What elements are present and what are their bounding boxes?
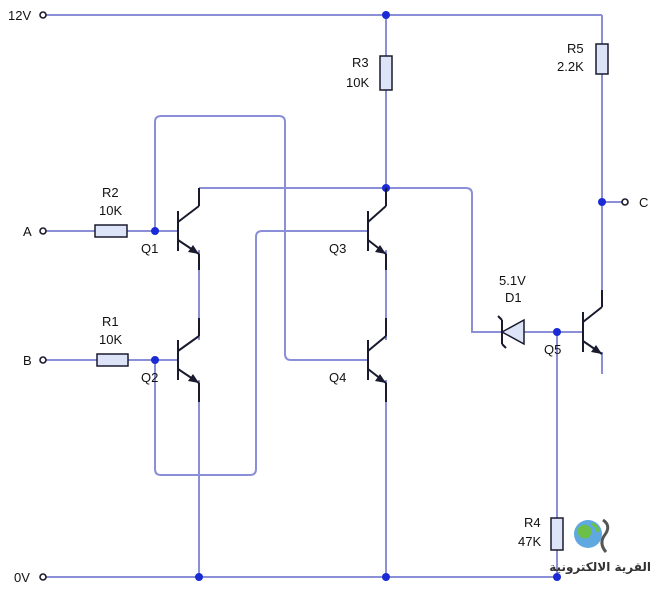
terminal-12v [39, 11, 47, 19]
watermark-text: القرية الالكترونية [549, 560, 651, 575]
resistor-r3 [379, 55, 393, 91]
label-r1-name: R1 [102, 314, 119, 329]
label-r4-name: R4 [524, 515, 541, 530]
junction-dot [195, 573, 203, 581]
junction-dot [553, 573, 561, 581]
junction-dot [151, 356, 159, 364]
transistor-q1 [177, 188, 200, 270]
label-r4-value: 47K [518, 534, 541, 549]
label-12v: 12V [8, 8, 31, 23]
resistor-r1 [96, 353, 129, 367]
terminals [39, 11, 629, 581]
transistor-q4 [367, 318, 387, 402]
transistor-q2 [177, 318, 200, 402]
label-q5: Q5 [544, 342, 561, 357]
label-output-c: C [639, 195, 648, 210]
label-q3: Q3 [329, 241, 346, 256]
junction-dot [553, 328, 561, 336]
label-input-a: A [23, 224, 32, 239]
junction-dot [382, 573, 390, 581]
label-d1-name: D1 [505, 290, 522, 305]
terminal-0v [39, 573, 47, 581]
label-input-b: B [23, 353, 32, 368]
resistors [94, 43, 609, 551]
junction-dot [382, 11, 390, 19]
junction-dots [151, 11, 606, 581]
terminal-a [39, 227, 47, 235]
junction-dot [598, 198, 606, 206]
label-r3-value: 10K [346, 75, 369, 90]
resistor-r2 [94, 224, 128, 238]
watermark-logo: القرية الالكترونية [549, 518, 651, 575]
label-r5-value: 2.2K [557, 59, 584, 74]
label-q1: Q1 [141, 241, 158, 256]
resistor-r5 [595, 43, 609, 75]
label-r1-value: 10K [99, 332, 122, 347]
transistor-q5 [582, 290, 603, 355]
label-q2: Q2 [141, 370, 158, 385]
terminal-c [621, 198, 629, 206]
resistor-r4 [550, 517, 564, 551]
junction-dot [151, 227, 159, 235]
wires [46, 14, 622, 578]
label-r5-name: R5 [567, 41, 584, 56]
diode-d1 [497, 315, 525, 349]
transistor-q3 [367, 188, 387, 270]
label-q4: Q4 [329, 370, 346, 385]
label-r3-name: R3 [352, 55, 369, 70]
label-r2-name: R2 [102, 185, 119, 200]
label-r2-value: 10K [99, 203, 122, 218]
label-0v: 0V [14, 570, 30, 585]
label-d1-value: 5.1V [499, 273, 526, 288]
terminal-b [39, 356, 47, 364]
